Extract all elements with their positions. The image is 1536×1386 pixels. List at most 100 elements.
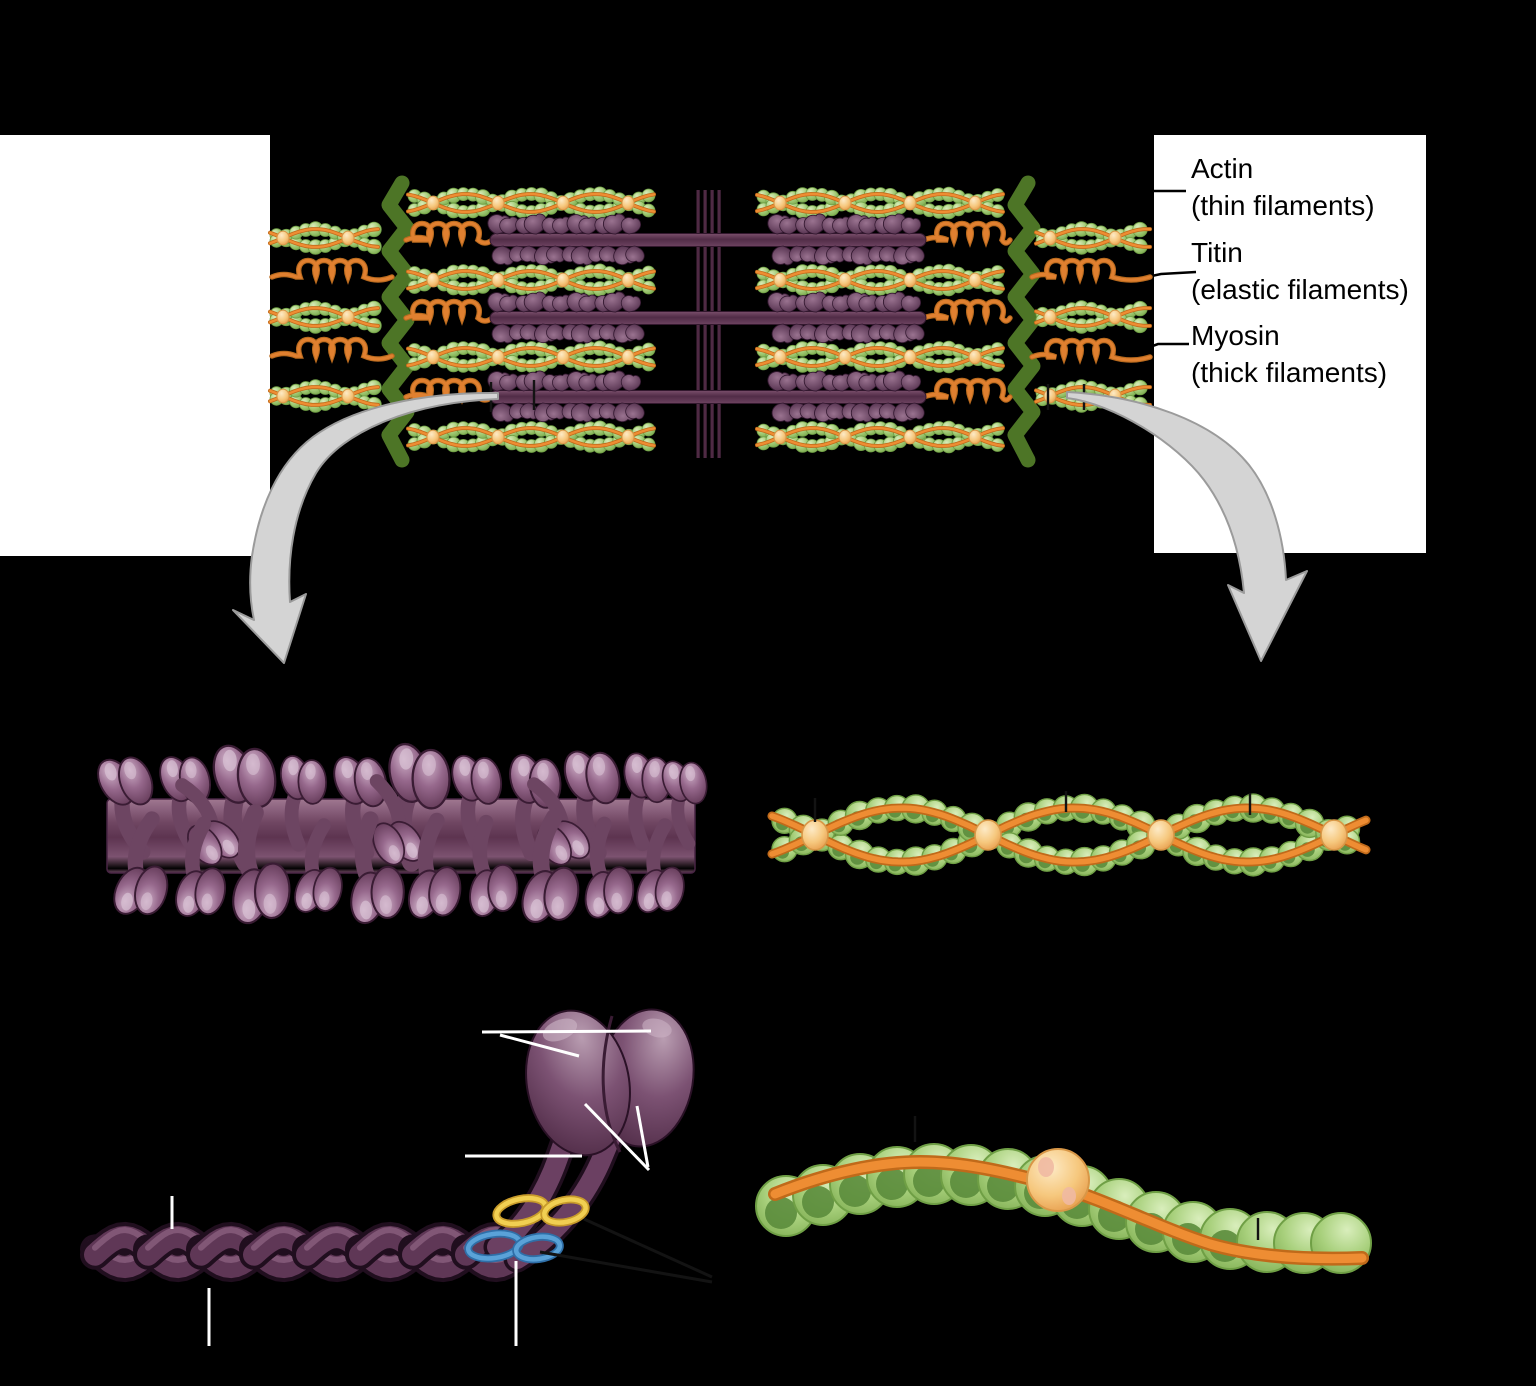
actin-pointer-line	[1142, 189, 1186, 201]
troponin-complex	[426, 195, 440, 211]
troponin-complex	[341, 388, 355, 404]
titin-filament	[921, 299, 1013, 326]
titin-filament	[1029, 338, 1153, 365]
myosin-thick-filament	[486, 289, 927, 345]
titin-filament	[921, 221, 1013, 248]
legend-item-titin: Titin (elastic filaments)	[1191, 234, 1409, 308]
troponin-complex	[341, 309, 355, 325]
right-label-panel	[1154, 135, 1426, 553]
molecule-pointer-lines-black	[539, 1217, 713, 1284]
troponin-complex	[903, 429, 917, 445]
zoom-arrow-right	[1066, 391, 1308, 662]
troponin-complex	[556, 195, 570, 211]
troponin-complex	[1108, 309, 1122, 325]
troponin-complex	[556, 272, 570, 288]
myosin-pointer-line	[1146, 342, 1189, 350]
troponin-complex	[968, 195, 982, 211]
troponin-complex	[968, 429, 982, 445]
actin-strand-zoom	[755, 1116, 1372, 1274]
troponin-complex	[276, 309, 290, 325]
troponin-complex	[276, 388, 290, 404]
troponin-complex	[974, 819, 1002, 851]
troponin-complex	[968, 349, 982, 365]
troponin-complex	[838, 349, 852, 365]
legend-item-myosin: Myosin (thick filaments)	[1191, 317, 1387, 391]
troponin-complex	[426, 272, 440, 288]
troponin-complex	[903, 349, 917, 365]
troponin-complex	[773, 349, 787, 365]
troponin-complex	[556, 429, 570, 445]
zoom-arrow-left	[232, 391, 499, 664]
legend-sublabel-myosin: (thick filaments)	[1191, 357, 1388, 388]
titin-filament	[921, 378, 1013, 405]
myosin-molecule-zoom	[80, 1008, 713, 1346]
troponin-complex	[621, 195, 635, 211]
troponin-complex	[838, 429, 852, 445]
troponin-complex	[968, 272, 982, 288]
legend-label-actin: Actin	[1191, 153, 1254, 184]
left-label-panel	[0, 135, 270, 556]
actin-filament-row	[755, 420, 1005, 454]
actin-filament-row	[1034, 300, 1152, 334]
thick-filament-zoom	[89, 738, 714, 929]
titin-filament	[269, 258, 395, 285]
troponin-complex	[491, 429, 505, 445]
legend-sublabel-actin: (thin filaments)	[1191, 190, 1375, 221]
troponin-complex	[1043, 230, 1057, 246]
troponin-complex	[1108, 230, 1122, 246]
troponin-complex	[1147, 819, 1175, 851]
troponin-complex	[276, 230, 290, 246]
legend-sublabel-titin: (elastic filaments)	[1191, 274, 1409, 305]
actin-filament-row	[268, 379, 382, 413]
troponin-complex	[903, 195, 917, 211]
actin-filament-row	[767, 793, 1371, 877]
troponin-complex	[773, 195, 787, 211]
actin-filament-row	[755, 263, 1005, 297]
actin-filament-row	[268, 300, 382, 334]
myosin-thick-filament	[486, 211, 927, 267]
troponin-complex	[621, 272, 635, 288]
regulatory-light-chain-ring	[542, 1197, 588, 1225]
titin-filament	[269, 337, 395, 364]
legend-label-titin: Titin	[1191, 237, 1243, 268]
actin-filament-row	[406, 340, 656, 374]
troponin-complex	[773, 429, 787, 445]
actin-filament-row	[1034, 221, 1152, 255]
troponin-complex	[838, 195, 852, 211]
troponin-complex	[1320, 819, 1348, 851]
troponin-complex	[491, 272, 505, 288]
legend-item-actin: Actin (thin filaments)	[1191, 150, 1375, 224]
titin-filament	[1029, 258, 1153, 285]
troponin-complex	[773, 272, 787, 288]
troponin-complex	[801, 819, 829, 851]
actin-filament-row	[406, 263, 656, 297]
z-disc	[1007, 175, 1041, 468]
titin-filament	[403, 221, 495, 248]
titin-filament	[403, 299, 495, 326]
regulatory-light-chain-ring	[513, 1234, 563, 1262]
troponin-complex	[621, 429, 635, 445]
zoom-arrows	[232, 391, 1308, 664]
molecule-pointer-lines-white	[170, 1029, 652, 1346]
troponin-complex	[1043, 309, 1057, 325]
actin-filament-row	[755, 340, 1005, 374]
troponin-complex	[621, 349, 635, 365]
troponin-complex	[491, 195, 505, 211]
troponin-complex	[903, 272, 917, 288]
actin-filament-row	[755, 186, 1005, 220]
actin-strand-label-ticks	[913, 1116, 1260, 1240]
troponin-complex	[1026, 1148, 1090, 1212]
troponin-complex	[491, 349, 505, 365]
thin-filament-label-ticks	[813, 791, 1252, 822]
troponin-complex	[426, 349, 440, 365]
actin-filament-row	[406, 420, 656, 454]
troponin-complex	[556, 349, 570, 365]
troponin-complex	[1043, 388, 1057, 404]
actin-filament-row	[406, 186, 656, 220]
actin-filament-row	[268, 221, 382, 255]
sarcomere-diagram	[268, 175, 1153, 468]
troponin-complex	[341, 230, 355, 246]
thin-filament-zoom	[767, 791, 1371, 877]
